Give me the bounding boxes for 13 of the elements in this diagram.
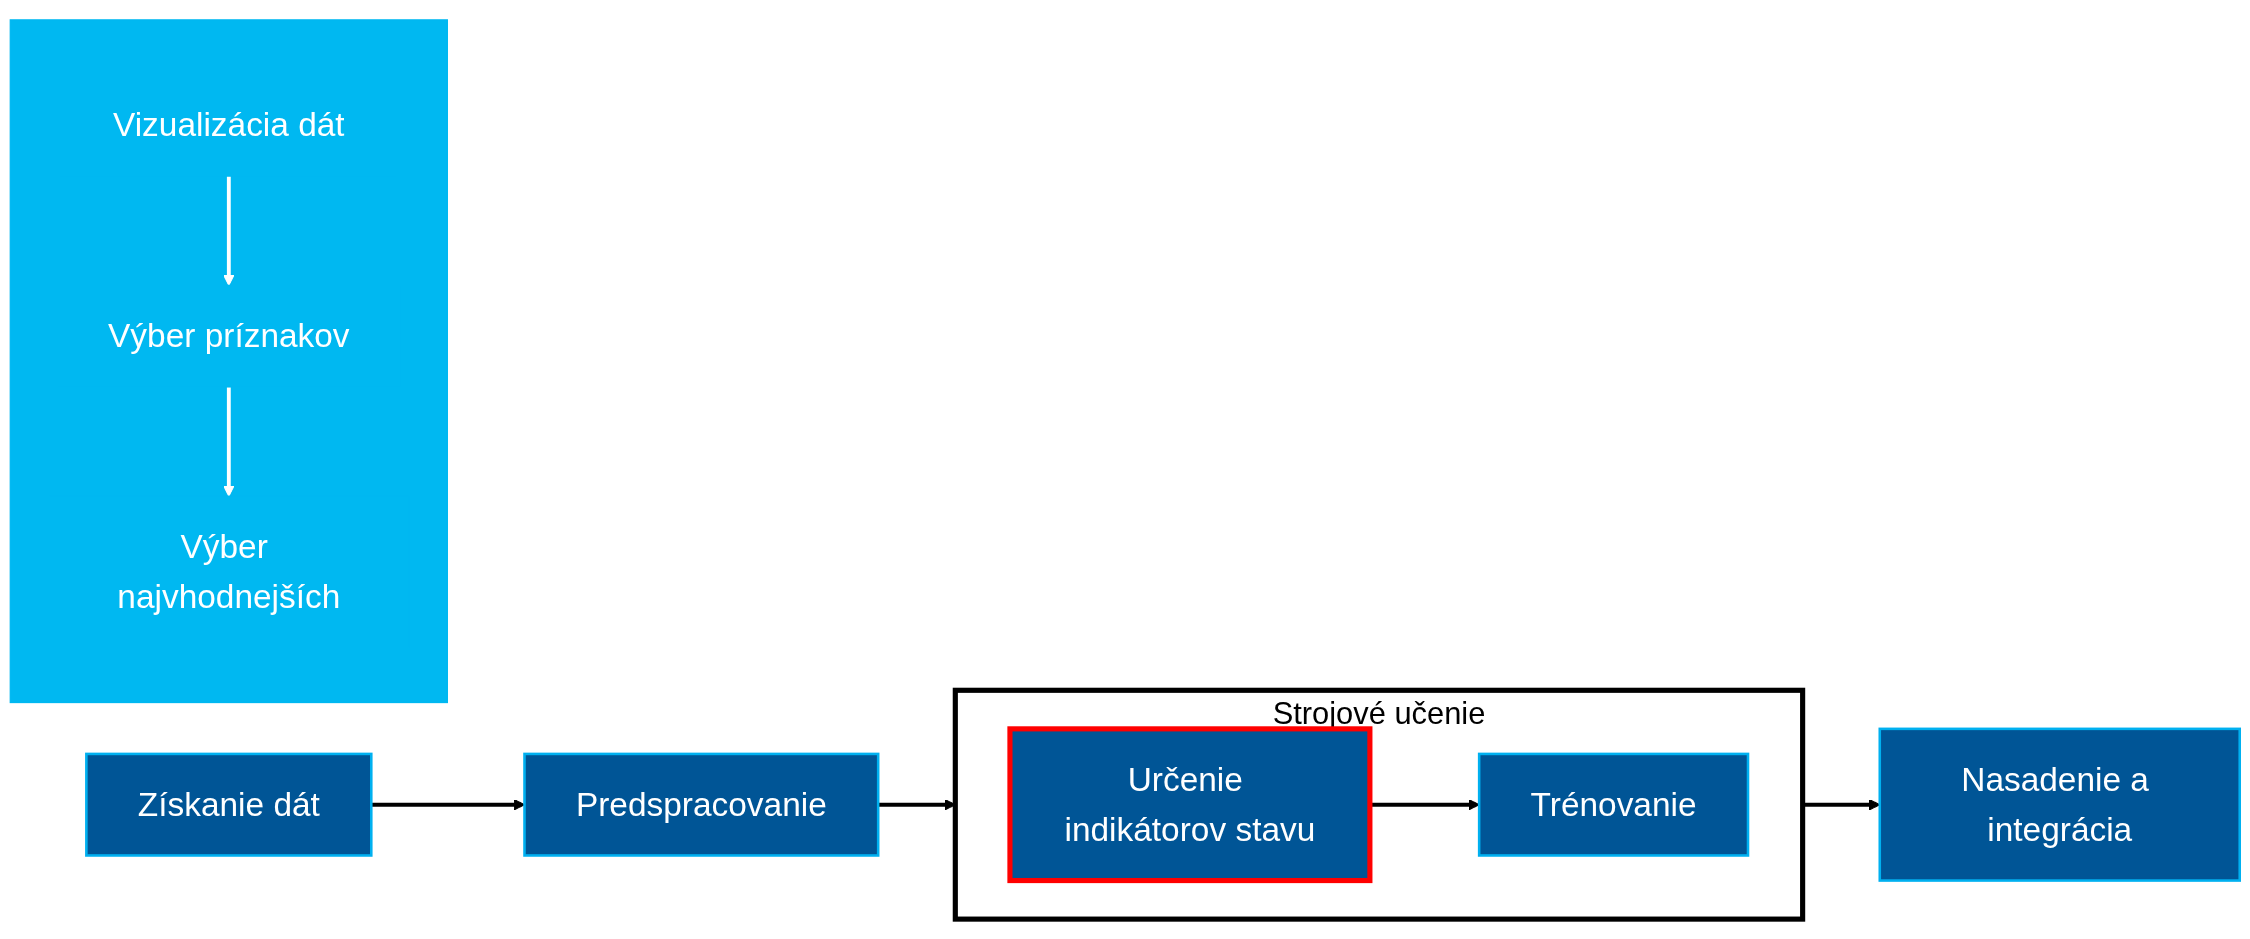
node-box: Získanie dát [85, 752, 373, 857]
arrow [1369, 799, 1480, 811]
node-text: Vizualizácia dát [113, 105, 345, 144]
arrow [223, 176, 235, 286]
node-box: Trénovanie [1477, 752, 1750, 857]
node-box: Predspracovanie [523, 752, 880, 857]
cluster [9, 19, 448, 704]
node-box: Nasadenie a integrácia [1878, 727, 2241, 882]
arrow [223, 386, 235, 497]
node-text: Výber najvhodnejších [117, 527, 341, 616]
arrow [371, 799, 525, 811]
node-text: Výber príznakov [108, 316, 350, 355]
node-box: Určenie indikátorov stavu [1007, 726, 1373, 884]
